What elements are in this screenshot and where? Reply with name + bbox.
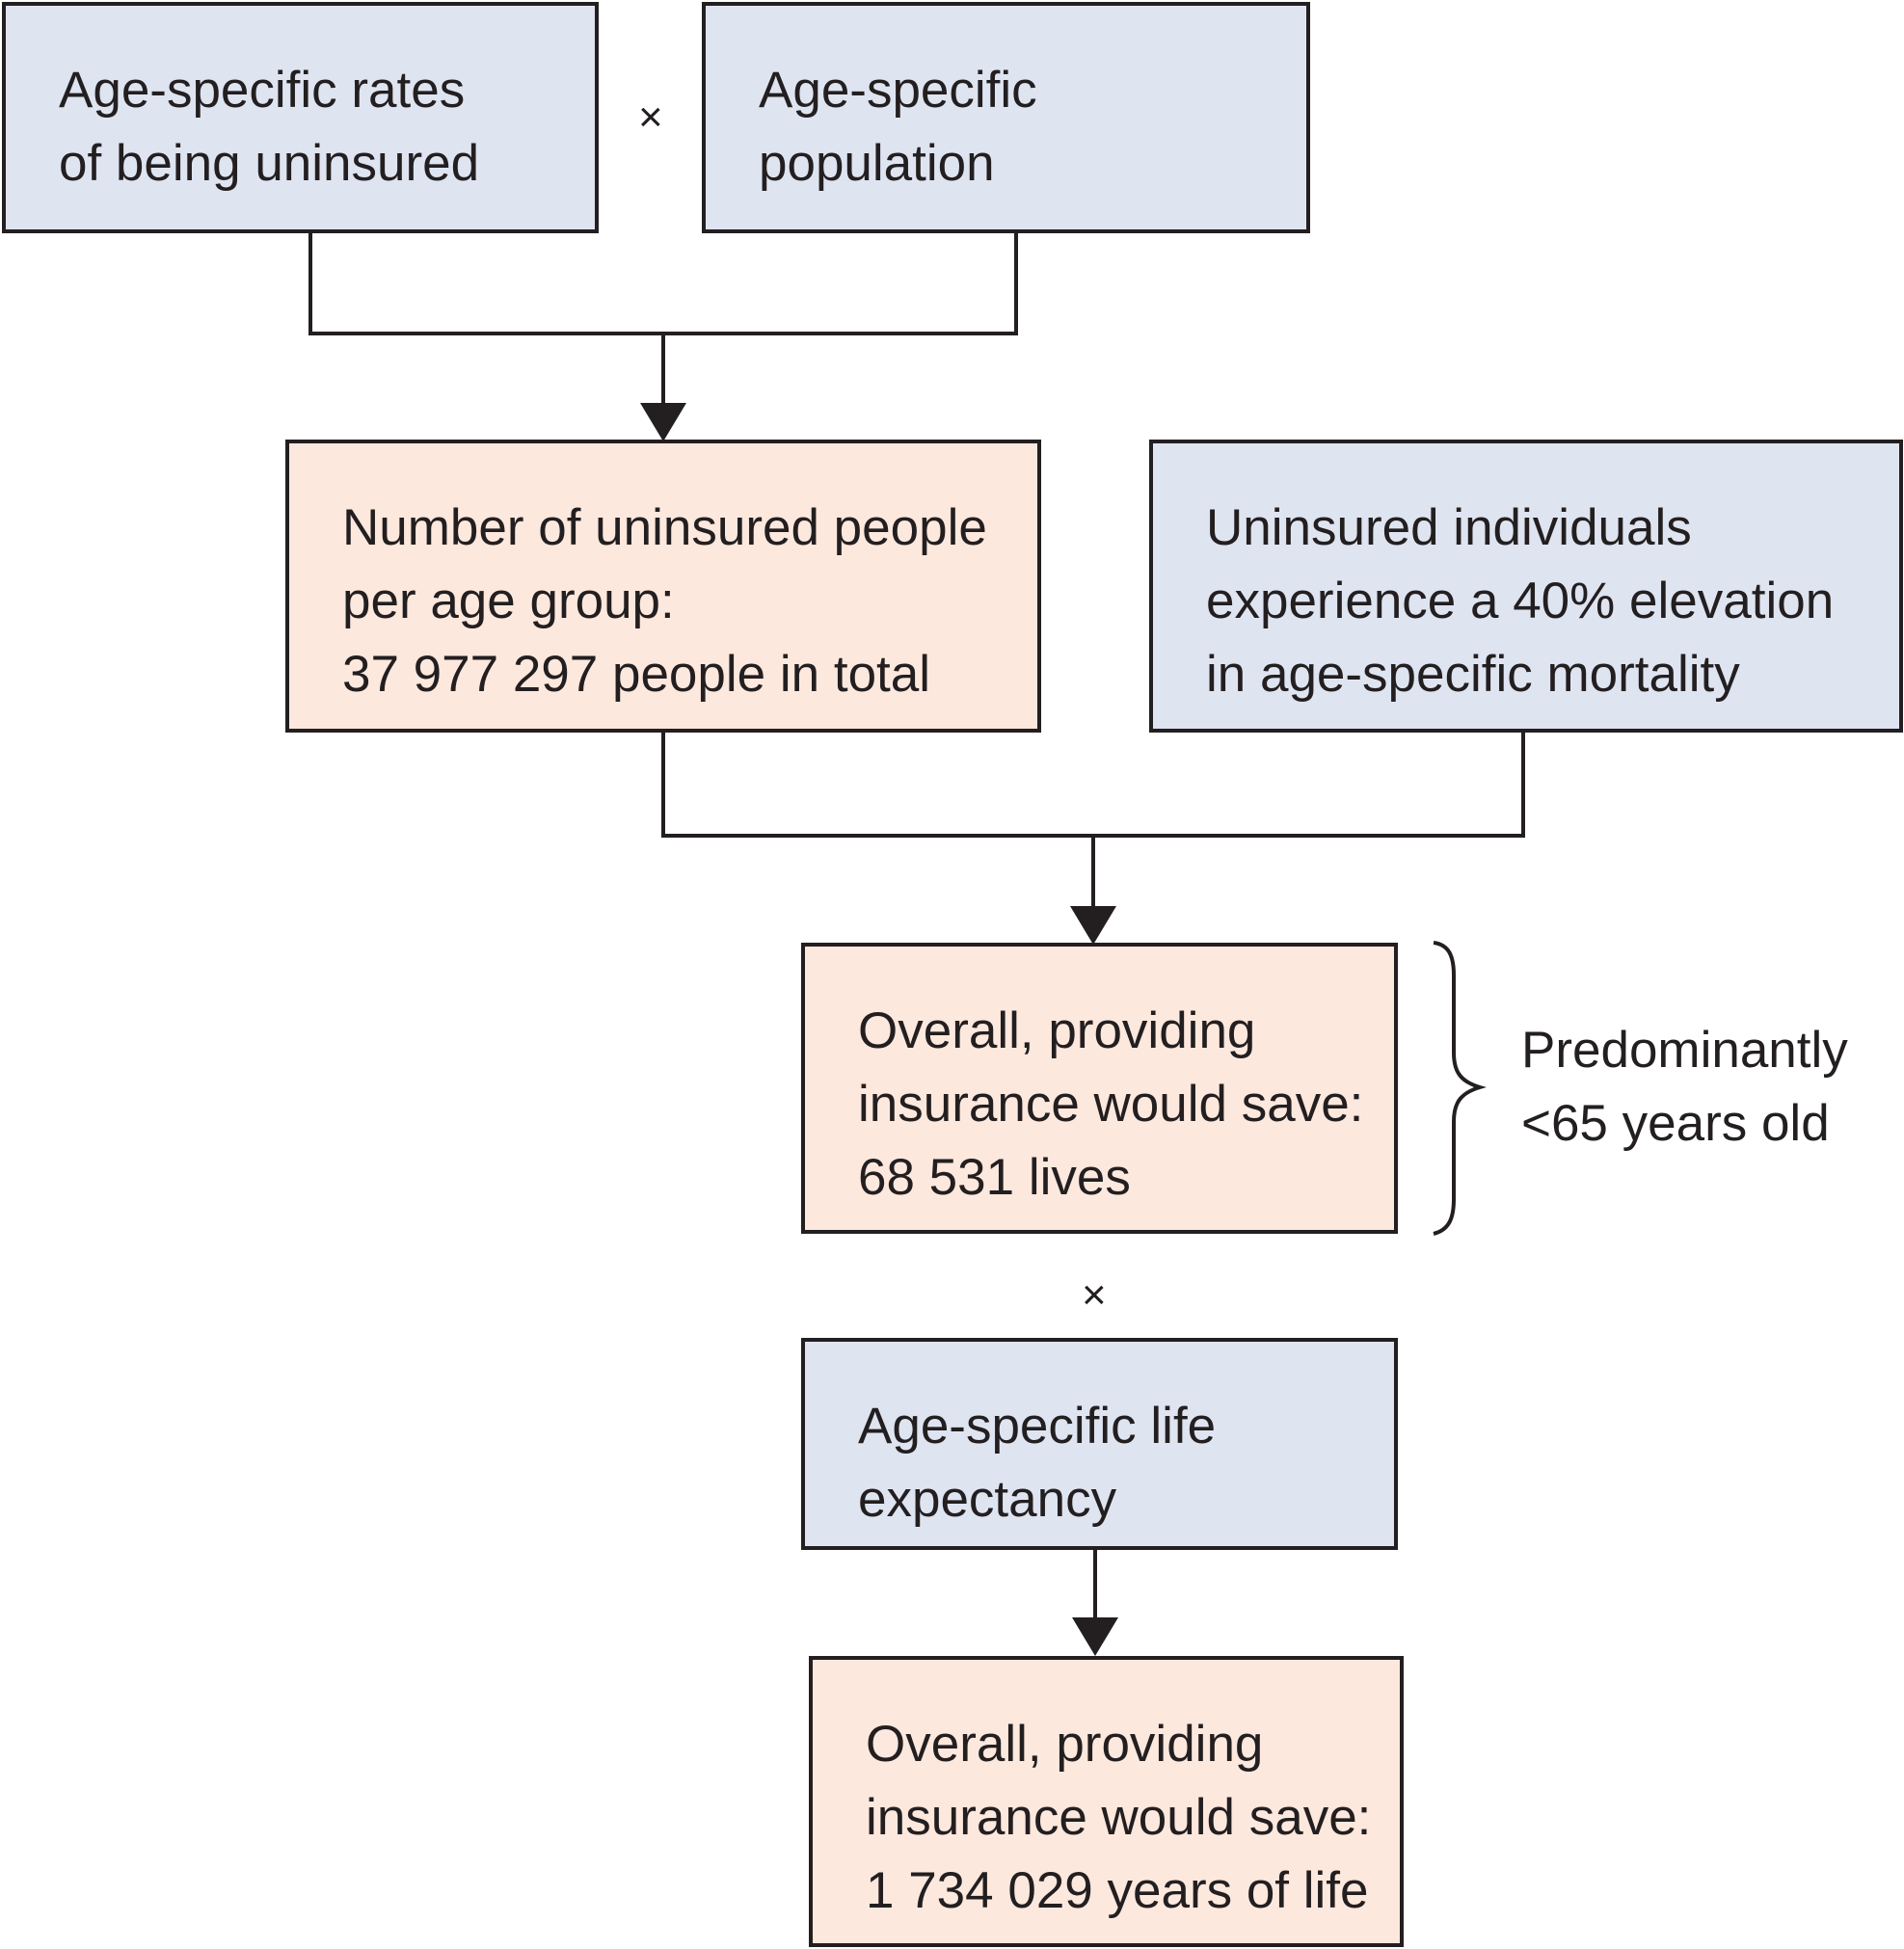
annotation-predominantly-under-65: Predominantly <65 years old [1521, 1014, 1848, 1161]
box-line: insurance would save: [866, 1789, 1372, 1846]
box-line: insurance would save: [858, 1076, 1364, 1133]
box-line: Uninsured individuals [1206, 499, 1692, 556]
box-age-specific-population: Age-specific population [702, 2, 1310, 233]
multiply-operator-top: × [638, 93, 663, 141]
box-line: Overall, providing [858, 1002, 1256, 1059]
box-line: per age group: [342, 573, 675, 629]
box-age-specific-life-expectancy: Age-specific life expectancy [801, 1338, 1398, 1550]
box-line: in age-specific mortality [1206, 646, 1740, 703]
box-line: Overall, providing [866, 1716, 1264, 1773]
box-line: Number of uninsured people [342, 499, 987, 556]
arrowhead-bottom [1072, 1617, 1118, 1656]
annotation-line: Predominantly [1521, 1022, 1848, 1079]
box-mortality-elevation: Uninsured individuals experience a 40% e… [1149, 440, 1903, 733]
box-age-specific-uninsured-rates: Age-specific rates of being uninsured [2, 2, 599, 233]
box-line: experience a 40% elevation [1206, 573, 1835, 629]
box-line: expectancy [858, 1471, 1117, 1528]
curly-brace [1433, 941, 1487, 1236]
box-line: Age-specific life [858, 1398, 1217, 1455]
arrowhead-top [640, 403, 686, 441]
connector-top-merge [308, 231, 1018, 335]
annotation-line: <65 years old [1521, 1095, 1830, 1152]
box-line: Age-specific rates [59, 62, 466, 119]
box-lives-saved: Overall, providing insurance would save:… [801, 943, 1398, 1234]
box-line: 68 531 lives [858, 1149, 1131, 1206]
box-number-of-uninsured-people: Number of uninsured people per age group… [285, 440, 1041, 733]
connector-middle-merge [661, 731, 1525, 838]
box-years-of-life-saved: Overall, providing insurance would save:… [809, 1656, 1404, 1947]
box-line: population [759, 135, 995, 192]
multiply-operator-middle: × [1082, 1271, 1107, 1319]
box-line: of being uninsured [59, 135, 480, 192]
box-line: 37 977 297 people in total [342, 646, 931, 703]
arrowhead-middle [1070, 906, 1116, 945]
box-line: Age-specific [759, 62, 1037, 119]
box-line: 1 734 029 years of life [866, 1862, 1369, 1919]
